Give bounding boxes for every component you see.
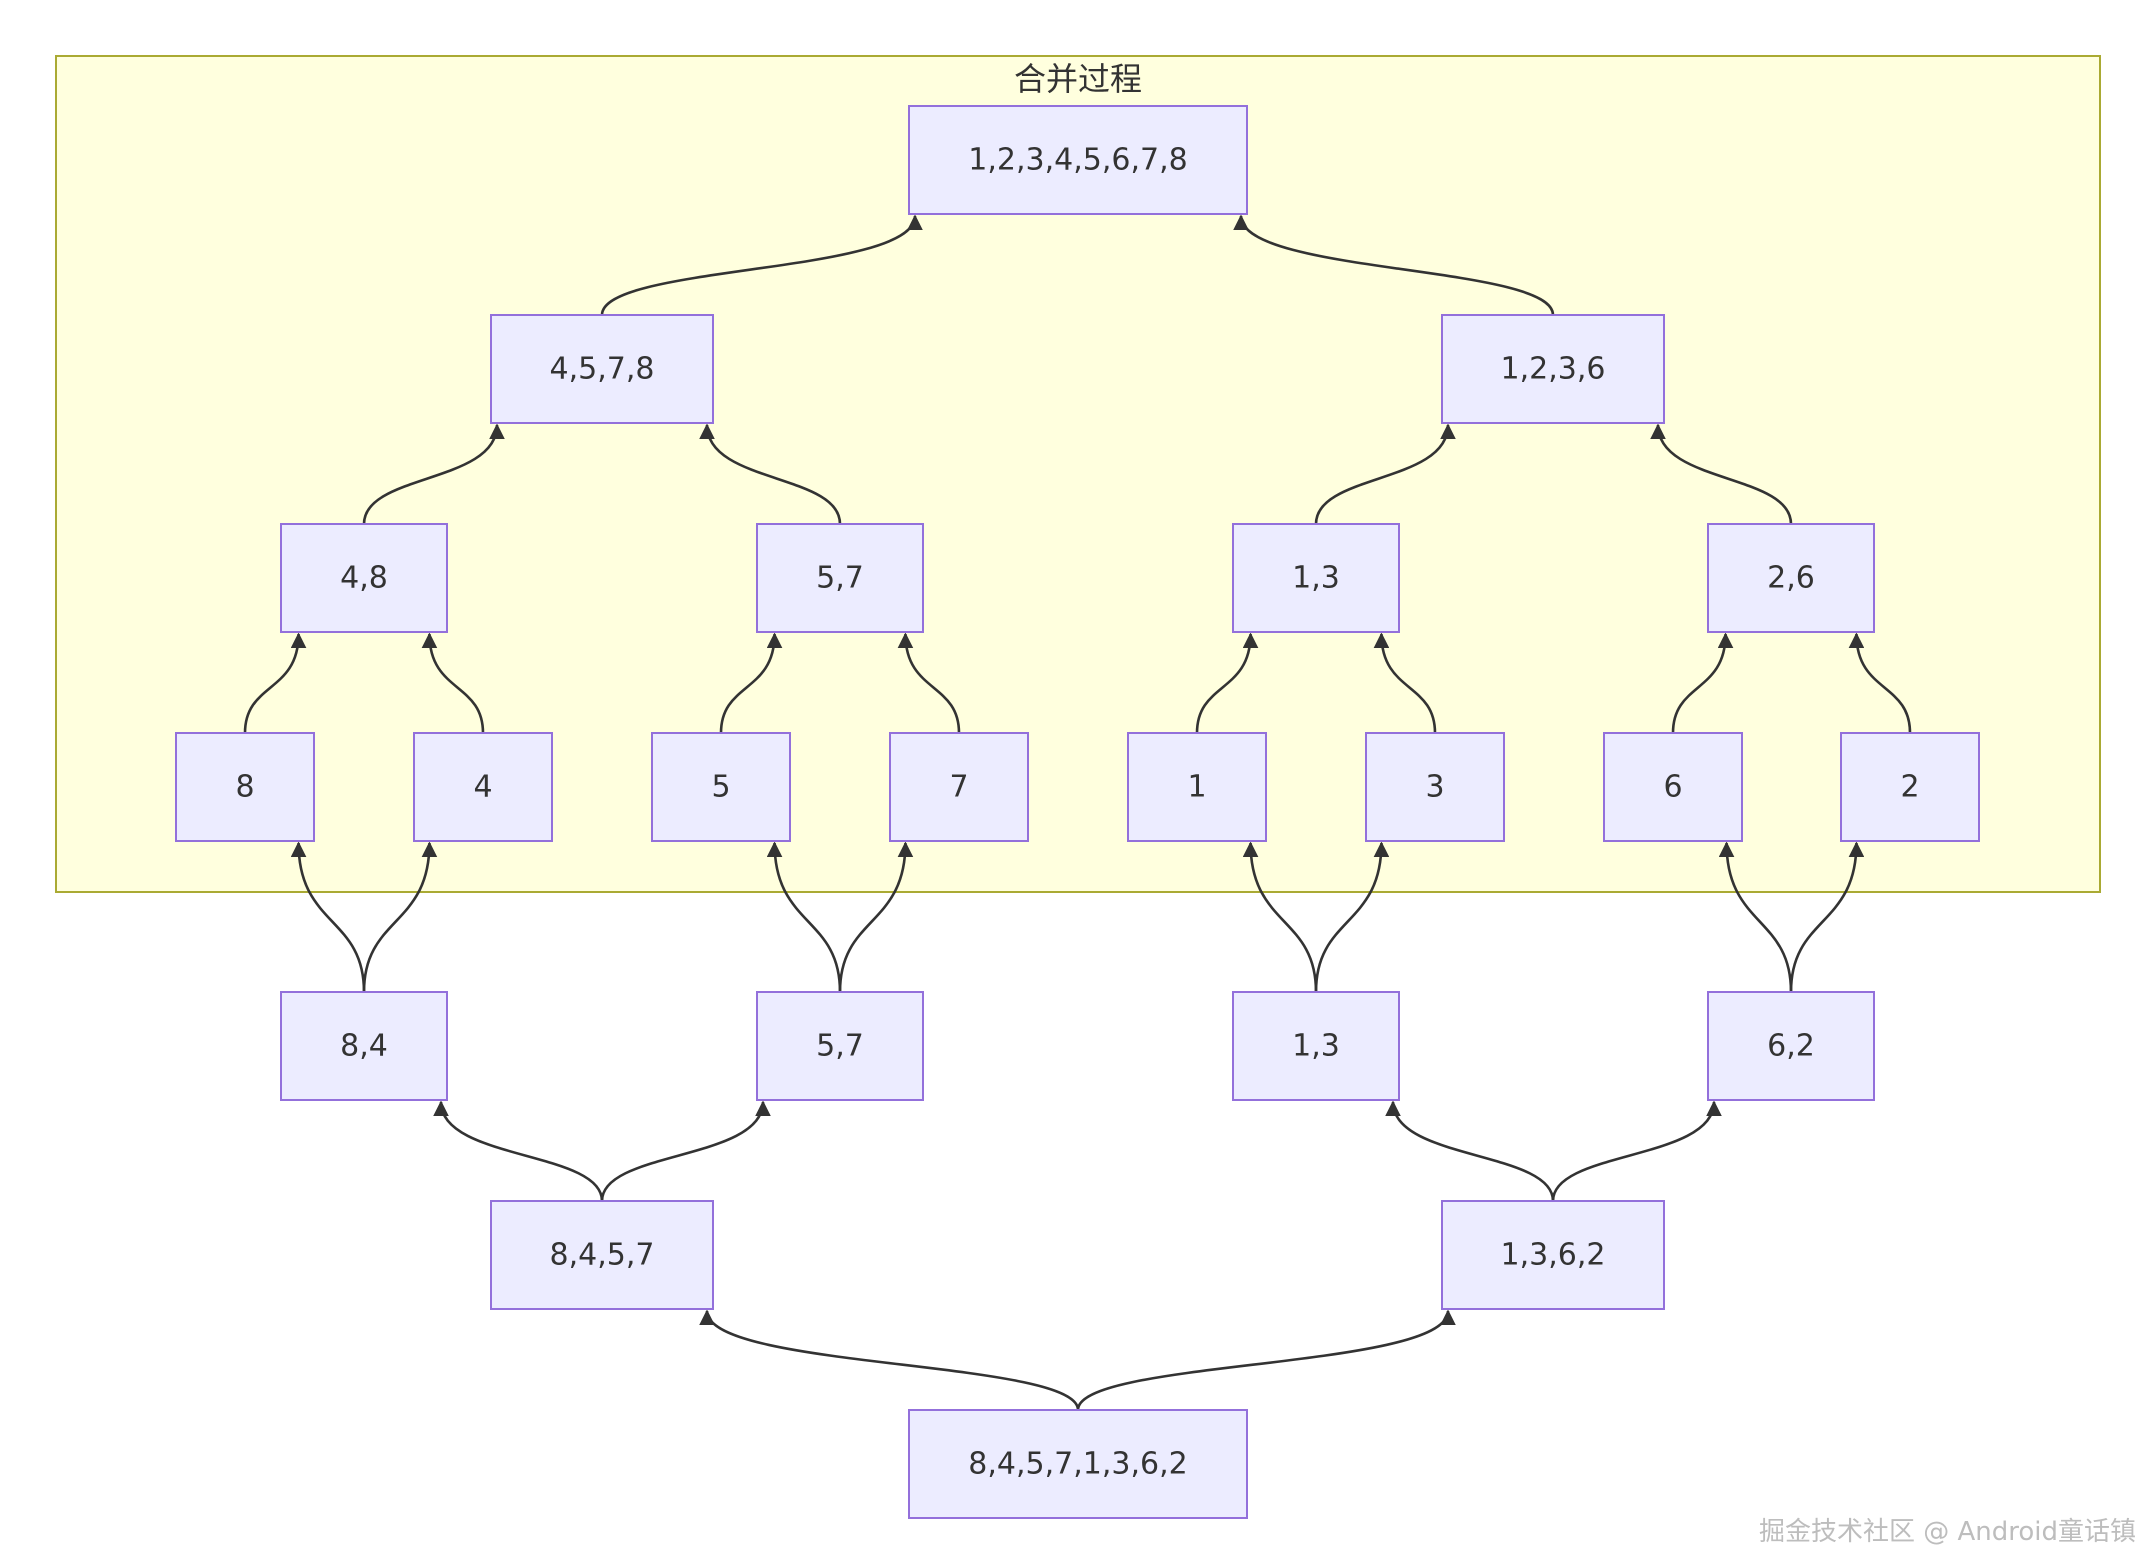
edge-leaf-3-to-merge-13 (1373, 632, 1437, 734)
edge-leaf-6-to-merge-26 (1671, 632, 1734, 734)
node-box (1707, 991, 1875, 1101)
node-box (1840, 732, 1980, 842)
node-leaf-6: 6 (1603, 732, 1743, 842)
node-box (1365, 732, 1505, 842)
node-split-84: 8,4 (280, 991, 448, 1101)
node-box (908, 1409, 1248, 1519)
node-label: 1,3,6,2 (1501, 1238, 1606, 1273)
node-leaf-7: 7 (889, 732, 1029, 842)
node-leaf-8: 8 (175, 732, 315, 842)
node-merge-26: 2,6 (1707, 523, 1875, 633)
node-label: 8,4 (340, 1029, 388, 1064)
edge-split-57-to-leaf-5 (766, 841, 842, 993)
node-box (490, 314, 714, 424)
edge-split-62-to-leaf-2 (1789, 841, 1865, 993)
node-box (280, 991, 448, 1101)
edge-merge-1236-to-final (1233, 214, 1555, 316)
node-label: 4,8 (340, 561, 388, 596)
node-merge-48: 4,8 (280, 523, 448, 633)
node-label: 2 (1900, 770, 1919, 805)
edge-split-left-to-split-57 (600, 1100, 771, 1202)
edge-split-84-to-leaf-4 (362, 841, 438, 993)
node-box (1603, 732, 1743, 842)
nodes-layer: 8,4,5,7,1,3,6,2 8,4,5,7 1,3,6,2 8,4 5,7 1,3 6,… (175, 105, 1980, 1519)
node-merge-57: 5,7 (756, 523, 924, 633)
node-label: 4 (473, 770, 492, 805)
node-label: 3 (1425, 770, 1444, 805)
node-box (1232, 991, 1400, 1101)
node-split-right: 1,3,6,2 (1441, 1200, 1665, 1310)
node-split-62: 6,2 (1707, 991, 1875, 1101)
edges-layer (243, 214, 1912, 1411)
edge-leaf-2-to-merge-26 (1848, 632, 1912, 734)
watermark: 掘金技术社区 @ Android童话镇 (1758, 1517, 2136, 1547)
edge-split-13-to-leaf-3 (1314, 841, 1390, 993)
node-root: 8,4,5,7,1,3,6,2 (908, 1409, 1248, 1519)
node-box (1232, 523, 1400, 633)
node-leaf-1: 1 (1127, 732, 1267, 842)
edge-split-57-to-leaf-7 (838, 841, 914, 993)
edge-split-right-to-split-13 (1385, 1100, 1555, 1202)
edge-merge-4578-to-final (600, 214, 923, 316)
node-label: 5,7 (816, 1029, 864, 1064)
node-label: 8 (235, 770, 254, 805)
node-box (1707, 523, 1875, 633)
node-final: 1,2,3,4,5,6,7,8 (908, 105, 1248, 215)
node-leaf-3: 3 (1365, 732, 1505, 842)
edge-split-62-to-leaf-6 (1718, 841, 1793, 993)
node-box (413, 732, 553, 842)
edge-leaf-5-to-merge-57 (719, 632, 783, 734)
edge-split-84-to-leaf-8 (290, 841, 366, 993)
node-merge-4578: 4,5,7,8 (490, 314, 714, 424)
edge-split-right-to-split-62 (1551, 1100, 1722, 1202)
node-label: 1 (1187, 770, 1206, 805)
node-label: 8,4,5,7,1,3,6,2 (968, 1447, 1187, 1482)
subgraph-title: 合并过程 (1014, 60, 1142, 98)
node-box (1127, 732, 1267, 842)
edge-split-left-to-split-84 (433, 1100, 604, 1202)
node-label: 8,4,5,7 (550, 1238, 655, 1273)
edge-leaf-8-to-merge-48 (243, 632, 307, 734)
edge-merge-57-to-merge-4578 (699, 423, 842, 525)
node-split-13: 1,3 (1232, 991, 1400, 1101)
node-box (1441, 1200, 1665, 1310)
node-box (756, 991, 924, 1101)
node-box (490, 1200, 714, 1310)
edge-root-to-split-left (699, 1309, 1080, 1411)
node-box (908, 105, 1248, 215)
node-label: 6,2 (1767, 1029, 1815, 1064)
node-label: 7 (949, 770, 968, 805)
node-label: 4,5,7,8 (550, 352, 655, 387)
node-box (889, 732, 1029, 842)
node-box (175, 732, 315, 842)
node-leaf-5: 5 (651, 732, 791, 842)
node-merge-1236: 1,2,3,6 (1441, 314, 1665, 424)
edge-leaf-1-to-merge-13 (1195, 632, 1259, 734)
node-label: 1,2,3,4,5,6,7,8 (968, 143, 1187, 178)
edge-leaf-7-to-merge-57 (897, 632, 961, 734)
node-label: 6 (1663, 770, 1682, 805)
node-merge-13: 1,3 (1232, 523, 1400, 633)
edge-merge-48-to-merge-4578 (362, 423, 505, 525)
node-label: 1,3 (1292, 561, 1340, 596)
node-leaf-4: 4 (413, 732, 553, 842)
node-label: 5,7 (816, 561, 864, 596)
node-box (756, 523, 924, 633)
edge-leaf-4-to-merge-48 (421, 632, 485, 734)
node-box (651, 732, 791, 842)
node-box (1441, 314, 1665, 424)
node-label: 5 (711, 770, 730, 805)
node-leaf-2: 2 (1840, 732, 1980, 842)
edge-root-to-split-right (1076, 1309, 1456, 1411)
node-label: 1,3 (1292, 1029, 1340, 1064)
edge-merge-26-to-merge-1236 (1650, 423, 1793, 525)
node-split-57: 5,7 (756, 991, 924, 1101)
node-box (280, 523, 448, 633)
node-label: 1,2,3,6 (1501, 352, 1606, 387)
edge-split-13-to-leaf-1 (1242, 841, 1318, 993)
node-label: 2,6 (1767, 561, 1815, 596)
edge-merge-13-to-merge-1236 (1314, 423, 1456, 525)
node-split-left: 8,4,5,7 (490, 1200, 714, 1310)
